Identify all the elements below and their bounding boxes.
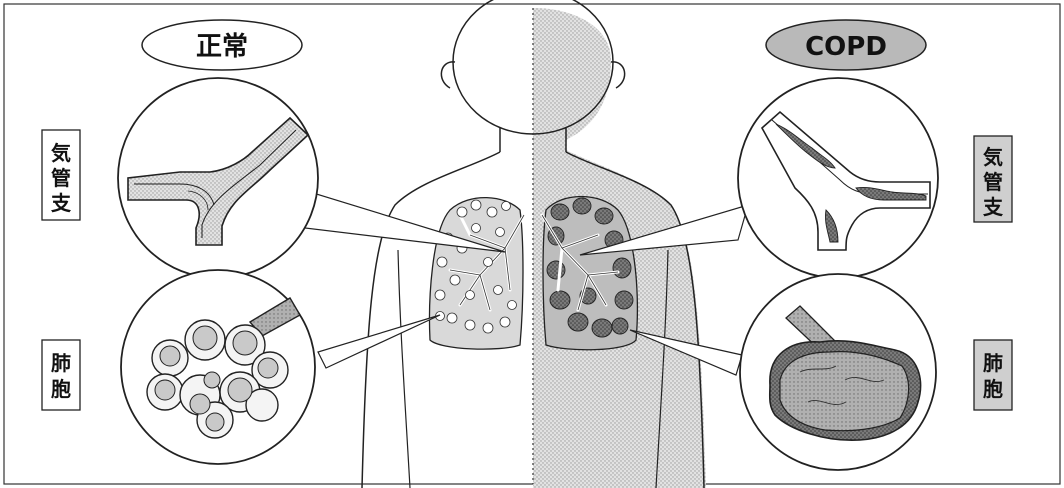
normal-bronchi-magnifier <box>118 78 318 278</box>
copd-alveoli-magnifier <box>740 274 936 470</box>
normal-lung <box>430 198 524 350</box>
normal-alveoli-label-box: 肺 胞 <box>42 340 80 410</box>
copd-bronchi-label-box: 気 管 支 <box>974 136 1012 222</box>
copd-title-badge: COPD <box>766 20 926 70</box>
normal-title: 正常 <box>196 32 248 62</box>
normal-bronchi-label-char-1: 気 <box>51 141 71 165</box>
copd-lung <box>542 197 637 350</box>
normal-alveoli-label-char-2: 胞 <box>51 377 71 401</box>
copd-alveoli-label-char-2: 胞 <box>983 377 1003 401</box>
copd-title: COPD <box>805 32 887 62</box>
copd-bronchi-label-char-3: 支 <box>983 195 1004 219</box>
normal-alveoli-label-char-1: 肺 <box>51 351 71 375</box>
normal-alveoli-magnifier <box>121 270 315 464</box>
normal-bronchi-label-char-3: 支 <box>51 191 72 215</box>
copd-bronchi-label-char-1: 気 <box>983 145 1003 169</box>
copd-bronchi-magnifier <box>738 78 938 278</box>
normal-bronchi-label-box: 気 管 支 <box>42 130 80 220</box>
copd-alveoli-label-box: 肺 胞 <box>974 340 1012 410</box>
normal-title-badge: 正常 <box>142 20 302 70</box>
copd-alveoli-label-char-1: 肺 <box>983 351 1003 375</box>
copd-bronchi-label-char-2: 管 <box>983 170 1003 194</box>
normal-bronchi-label-char-2: 管 <box>51 166 71 190</box>
